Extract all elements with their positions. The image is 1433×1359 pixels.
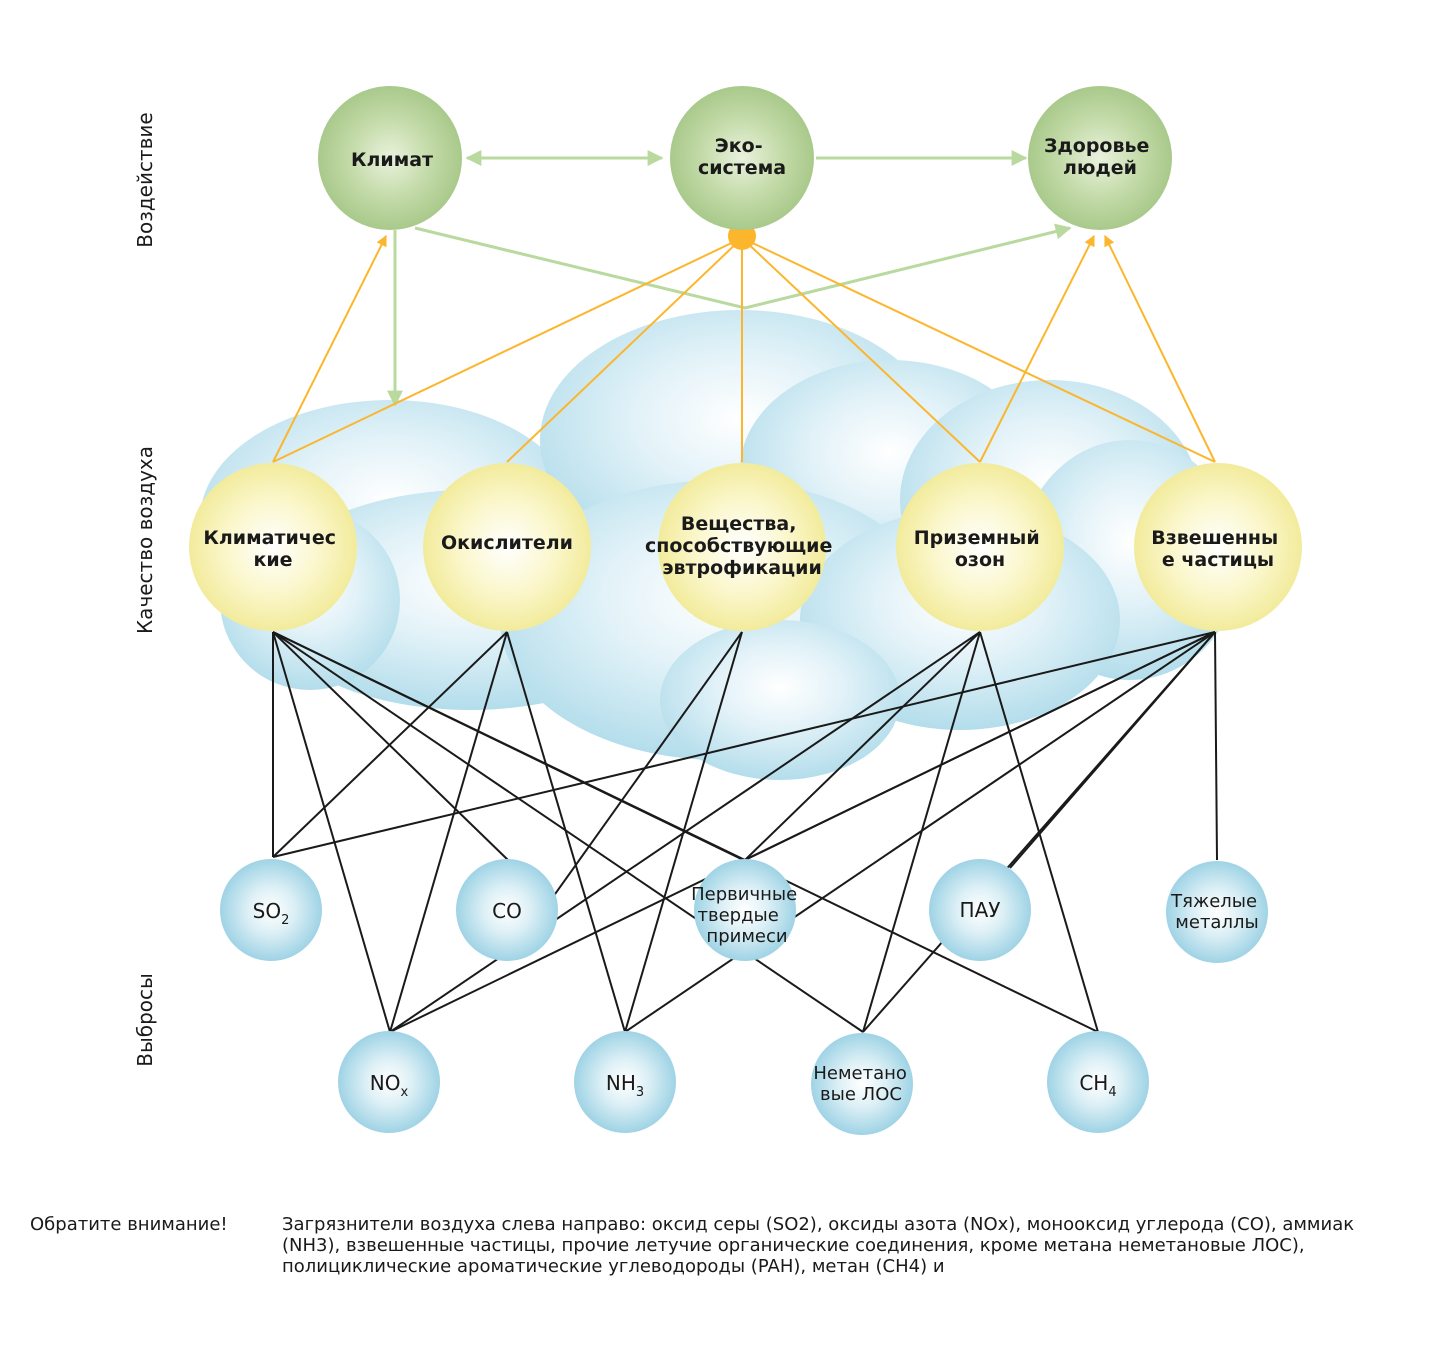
svg-text:Эко- система: Эко- система: [698, 135, 786, 179]
emission-node-nox: NOx: [338, 1031, 440, 1133]
eutrophication-label-line3: эвтрофикации: [662, 557, 822, 579]
svg-text:Здоровье людей: Здоровье людей: [1044, 135, 1156, 179]
quality-node-particles: Взвешенны е частицы: [1134, 463, 1302, 631]
nox-subscript: x: [401, 1085, 409, 1100]
svg-text:Климат: Климат: [351, 149, 433, 171]
ozone-label-line1: Приземный: [914, 527, 1040, 549]
metals-label-line2: металлы: [1175, 912, 1258, 933]
metals-label-line1: Тяжелые: [1170, 891, 1257, 912]
nh3-label: NH: [606, 1071, 636, 1095]
row-label-air-quality: Качество воздуха: [133, 446, 157, 634]
nmvoc-label-line1: Неметано: [813, 1063, 907, 1084]
svg-text:SO2: SO2: [253, 899, 290, 928]
so2-subscript: 2: [281, 913, 289, 928]
svg-text:Климатичес кие: Климатичес кие: [203, 527, 342, 571]
primary-label-line2: твердые: [697, 905, 778, 926]
impact-node-ecosystem: Эко- система: [670, 86, 814, 230]
svg-text:CO: CO: [492, 899, 522, 923]
ch4-subscript: 4: [1108, 1085, 1116, 1100]
nh3-subscript: 3: [636, 1085, 644, 1100]
svg-text:ПАУ: ПАУ: [960, 898, 1001, 922]
footnote-text: Загрязнители воздуха слева направо: окси…: [282, 1214, 1355, 1277]
climatic-label-line1: Климатичес: [203, 527, 336, 549]
emission-node-pah: ПАУ: [929, 859, 1031, 961]
emission-node-ch4: CH4: [1047, 1031, 1149, 1133]
nmvoc-label-line2: вые ЛОС: [820, 1084, 902, 1105]
so2-label: SO: [253, 899, 281, 923]
pah-label: ПАУ: [960, 898, 1001, 922]
ch4-label: CH: [1079, 1071, 1108, 1095]
green-arrows: [387, 150, 1072, 407]
svg-text:Тяжелые металлы: Тяжелые металлы: [1170, 891, 1263, 933]
ozone-label-line2: озон: [955, 549, 1005, 571]
oxidants-label: Окислители: [441, 532, 573, 554]
impact-node-health: Здоровье людей: [1028, 86, 1172, 230]
quality-node-ozone: Приземный озон: [896, 463, 1064, 631]
emission-links: [272, 631, 1218, 1033]
health-label-line1: Здоровье: [1044, 135, 1149, 157]
orange-links: [272, 235, 1216, 463]
svg-text:NH3: NH3: [606, 1071, 644, 1100]
svg-text:CH4: CH4: [1079, 1071, 1116, 1100]
quality-node-eutrophication: Вещества, способствующие эвтрофикации: [645, 463, 839, 631]
particles-label-line1: Взвешенны: [1151, 527, 1278, 549]
emission-node-heavy-metals: Тяжелые металлы: [1166, 861, 1268, 963]
svg-text:Окислители: Окислители: [441, 532, 573, 554]
emission-node-co: CO: [456, 859, 558, 961]
eutrophication-label-line2: способствующие: [645, 535, 832, 557]
ecosystem-label-line2: система: [698, 157, 786, 179]
particles-label-line2: е частицы: [1162, 549, 1274, 571]
climatic-label-line2: кие: [253, 549, 292, 571]
nox-label: NO: [370, 1071, 401, 1095]
row-label-emissions: Выбросы: [133, 973, 157, 1067]
emission-node-so2: SO2: [220, 859, 322, 961]
svg-text:Первичные твердые: Первичные твердые примеси: [691, 884, 803, 947]
quality-node-climatic: Климатичес кие: [189, 463, 357, 631]
footnote-title: Обратите внимание!: [30, 1214, 228, 1235]
svg-text:Вещества, способствующие: Вещества, способствующие эвтрофикации: [645, 513, 839, 579]
eutrophication-label-line1: Вещества,: [681, 513, 797, 535]
svg-text:NOx: NOx: [370, 1071, 409, 1100]
emission-node-primary-particulates: Первичные твердые примеси: [691, 859, 803, 961]
impact-node-climate: Климат: [318, 86, 462, 230]
ecosystem-label-line1: Эко-: [715, 135, 763, 157]
emission-node-nh3: NH3: [574, 1031, 676, 1133]
climate-label: Климат: [351, 149, 433, 171]
svg-text:Неметано вые ЛОС: Неметано вые ЛОС: [813, 1063, 912, 1105]
primary-label-line3: примеси: [706, 926, 787, 947]
co-label: CO: [492, 899, 522, 923]
row-label-impact: Воздействие: [133, 112, 157, 247]
quality-node-oxidants: Окислители: [423, 463, 591, 631]
emission-node-nmvoc: Неметано вые ЛОС: [811, 1033, 913, 1135]
svg-text:Приземный озон: Приземный озон: [914, 527, 1047, 571]
health-label-line2: людей: [1063, 157, 1137, 179]
svg-text:Взвешенны е частицы: Взвешенны е частицы: [1151, 527, 1285, 571]
primary-label-line1: Первичные: [691, 884, 797, 905]
